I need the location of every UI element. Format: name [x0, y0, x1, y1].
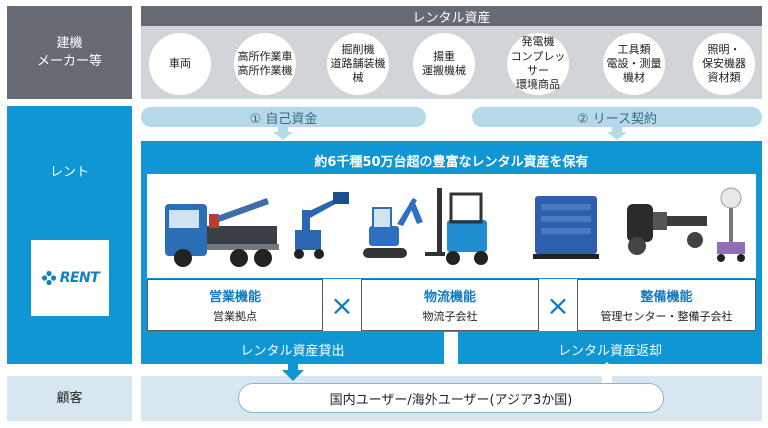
forklift-icon	[425, 188, 488, 265]
truck-crane-icon	[165, 198, 279, 267]
logistics-function-box: 物流機能 物流子会社	[361, 279, 539, 331]
lend-return-divider	[444, 332, 458, 364]
label-rent-text: レント	[49, 165, 89, 180]
sales-function-title: 営業機能	[208, 290, 261, 305]
return-bar: レンタル資産返却	[458, 338, 762, 360]
logistics-function-sub: 物流子会社	[422, 310, 478, 323]
category-label: 工具類 電設・測量機材	[606, 42, 662, 85]
lease-label: ② リース契約	[576, 111, 658, 127]
mini-excavator-icon	[363, 198, 423, 258]
category-label: 発電機 コンプレッサー 環境商品	[510, 35, 566, 92]
sales-function-sub: 営業拠点	[213, 310, 257, 323]
own-funds-stem	[278, 127, 288, 133]
category-tools: 工具類 電設・測量機材	[603, 33, 665, 95]
sales-function-box: 営業機能 営業拠点	[147, 279, 323, 331]
category-label: 車両	[169, 56, 191, 70]
category-label: 高所作業車 高所作業機	[237, 49, 293, 77]
maintenance-function-sub: 管理センター・整備子会社	[600, 310, 733, 323]
lease-stem	[612, 127, 622, 133]
category-excavation: 掘削機 道路舗装機械	[327, 33, 389, 95]
generator-icon	[533, 196, 599, 259]
logo-text: RENT	[59, 270, 100, 286]
label-customer-text: 顧客	[56, 390, 83, 406]
label-rent: レント	[7, 106, 132, 364]
own-funds-label: ① 自己資金	[249, 111, 318, 127]
logistics-function-title: 物流機能	[423, 290, 476, 305]
lend-label: レンタル資産貸出	[240, 343, 345, 359]
flower-logo-icon	[41, 270, 57, 286]
lease-arrow: ② リース契約	[472, 107, 762, 127]
own-funds-arrow: ① 自己資金	[141, 107, 426, 127]
customer-text: 国内ユーザー/海外ユーザー(アジア3か国)	[329, 392, 573, 408]
lend-bar: レンタル資産貸出	[141, 338, 444, 360]
times-symbol-2: ×	[539, 279, 577, 331]
rent-panel-header: 約6千種50万台超の豊富なレンタル資産を保有	[314, 154, 589, 170]
aerial-work-platform-icon	[294, 192, 349, 259]
lend-arrow-icon	[282, 360, 304, 382]
return-arrow-icon	[596, 362, 618, 384]
torque-wrench-icon	[627, 204, 707, 255]
rent-logo: RENT	[31, 240, 109, 316]
category-label: 揚重 運搬機械	[422, 49, 466, 77]
category-lighting: 照明・ 保安機器 資材類	[693, 33, 755, 95]
category-generator: 発電機 コンプレッサー 環境商品	[507, 33, 569, 95]
customer-pill: 国内ユーザー/海外ユーザー(アジア3か国)	[238, 383, 664, 413]
rental-assets-title: レンタル資産	[141, 6, 762, 26]
return-label: レンタル資産返却	[557, 343, 662, 359]
times-symbol-1: ×	[323, 279, 361, 331]
maintenance-function-box: 整備機能 管理センター・整備子会社	[577, 279, 756, 331]
label-maker: 建機 メーカー等	[7, 6, 132, 99]
light-tower-icon	[717, 187, 745, 262]
category-aerial: 高所作業車 高所作業機	[234, 33, 296, 95]
category-vehicle: 車両	[149, 33, 211, 95]
own-funds-arrowhead	[273, 132, 293, 140]
category-label: 掘削機 道路舗装機械	[330, 42, 386, 85]
label-customer: 顧客	[7, 376, 132, 421]
category-label: 照明・ 保安機器 資材類	[702, 42, 746, 85]
lease-arrowhead	[607, 132, 627, 140]
category-lifting: 揚重 運搬機械	[413, 33, 475, 95]
machine-illustrations	[147, 174, 756, 278]
maintenance-function-title: 整備機能	[640, 290, 693, 305]
label-maker-text: 建機 メーカー等	[36, 35, 102, 69]
